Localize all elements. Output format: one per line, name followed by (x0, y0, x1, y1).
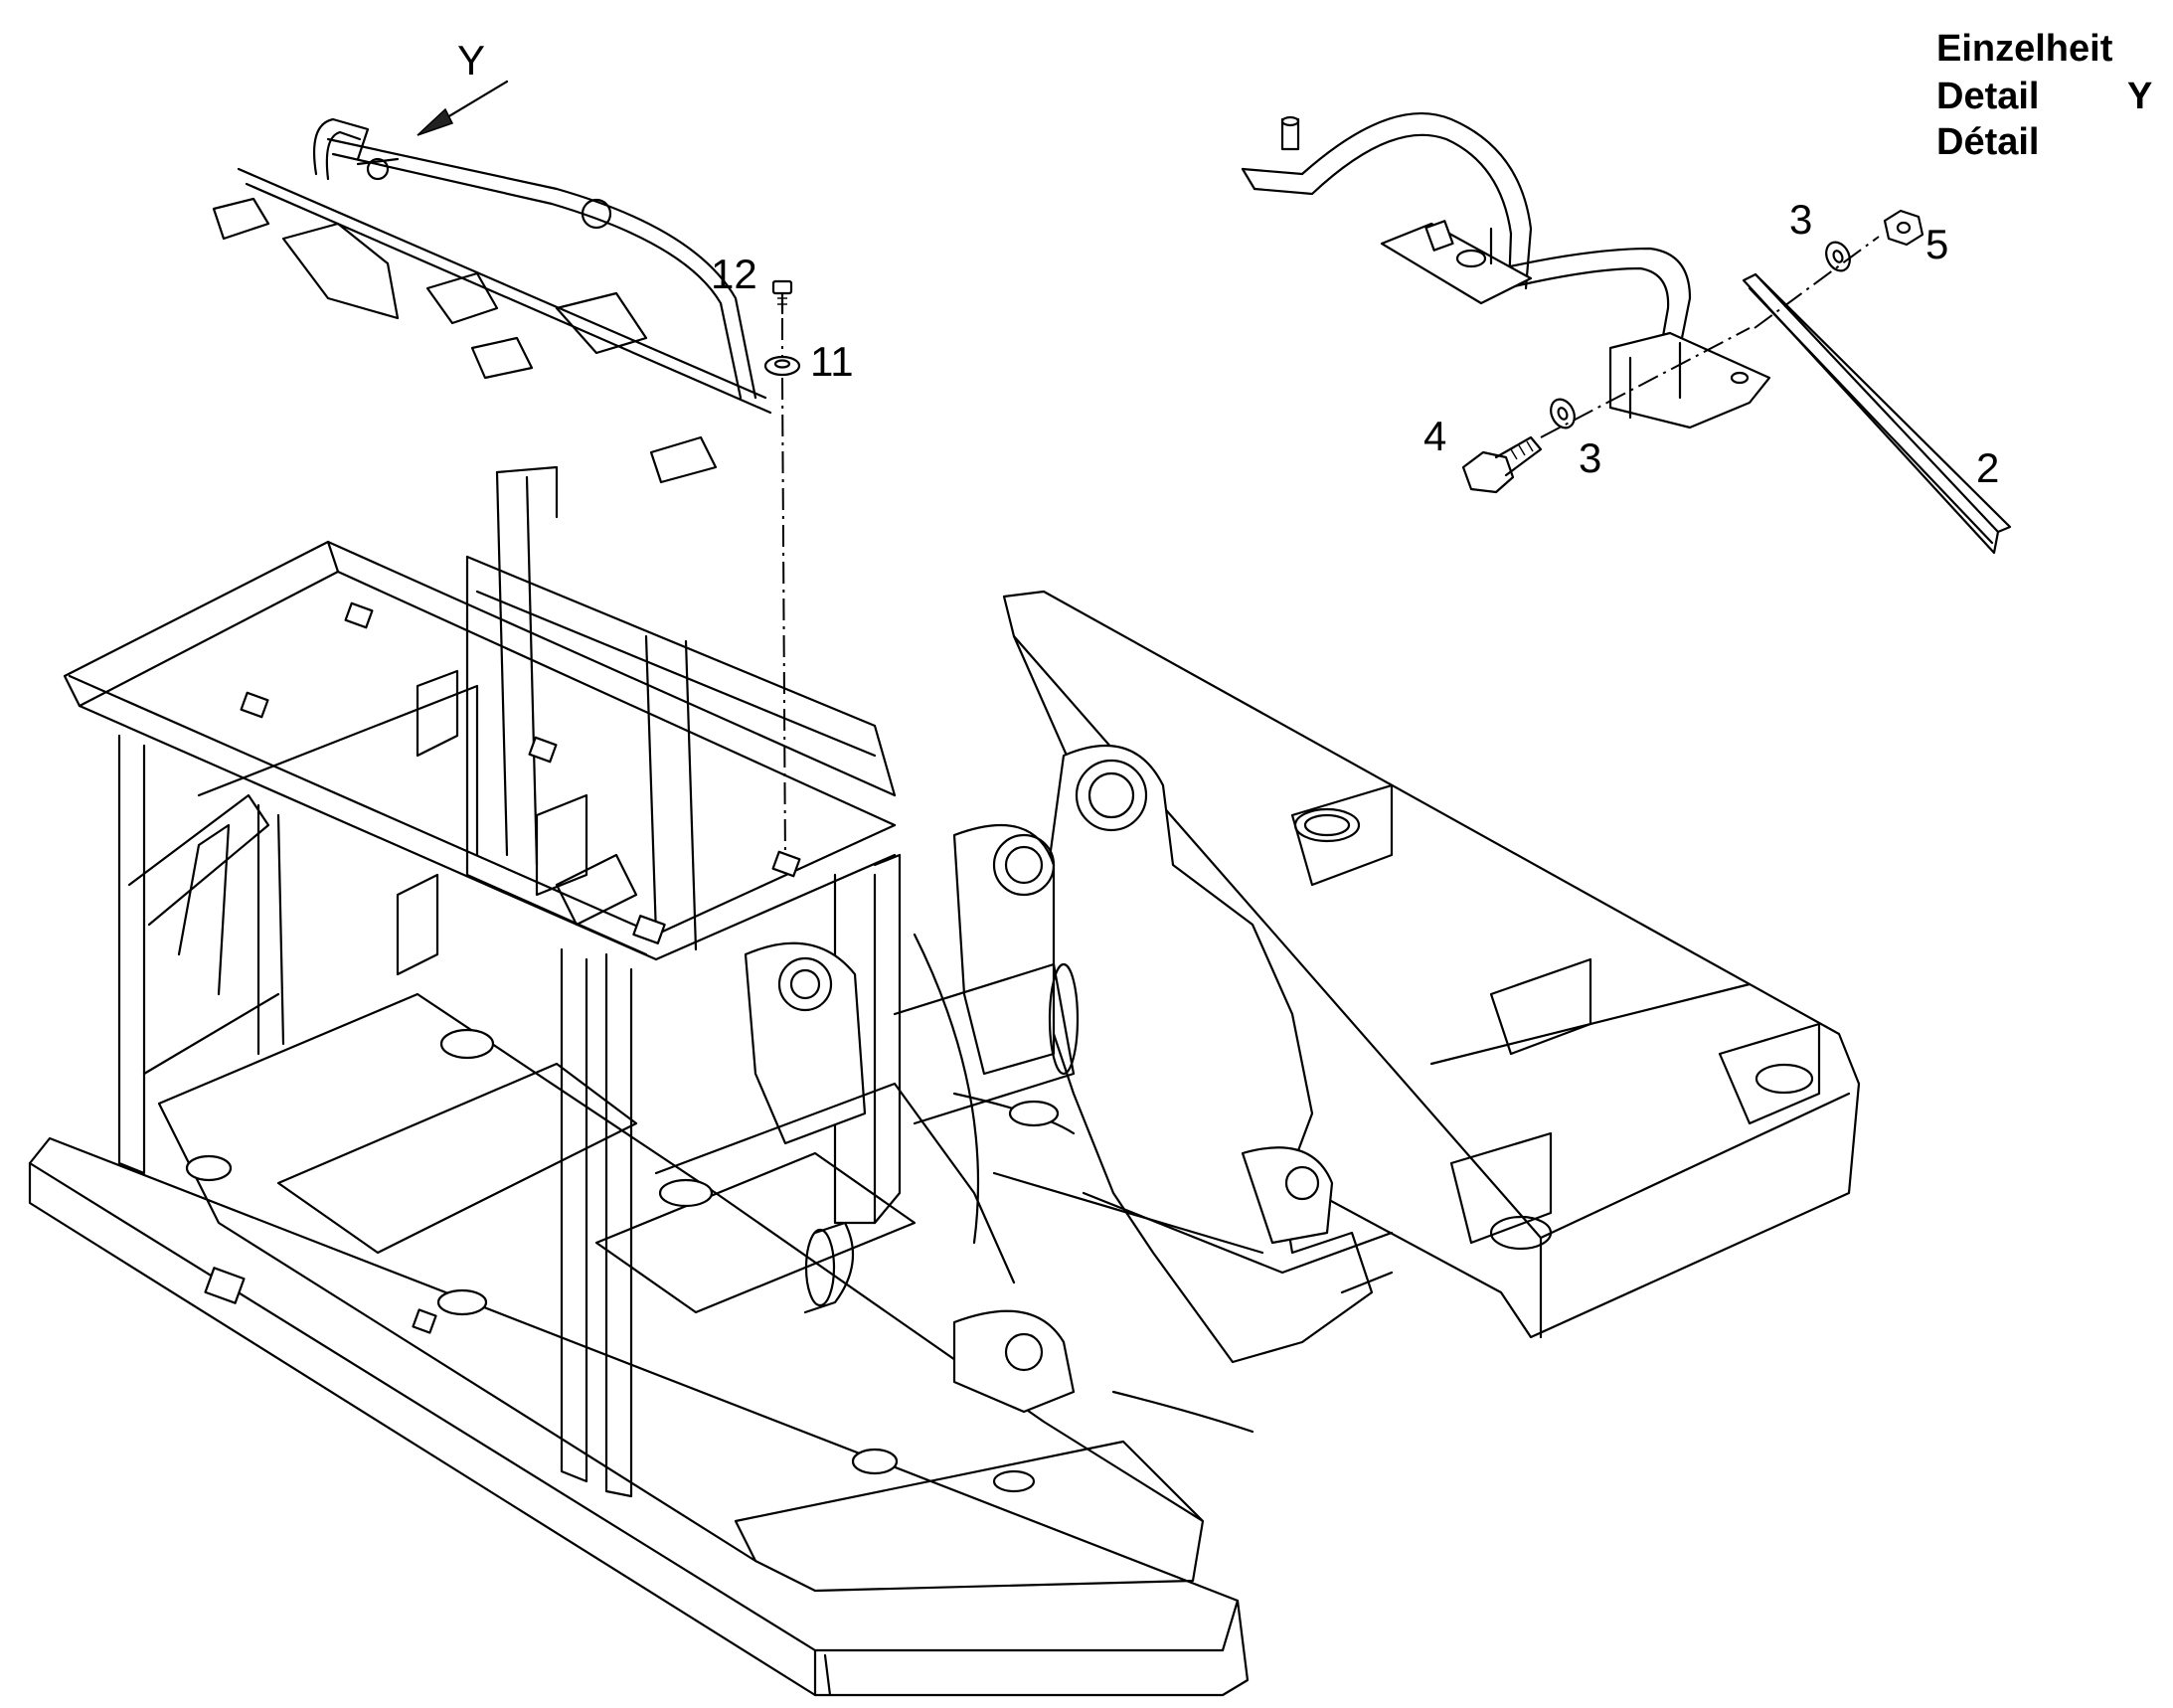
detail-centerline-lower (1540, 327, 1751, 438)
view-label-y: Y (457, 37, 486, 84)
detail-header-line1: Einzelheit (1936, 28, 2113, 70)
callout-5: 5 (1925, 221, 1949, 267)
callout-11: 11 (810, 338, 854, 385)
detail-header-letter: Y (2127, 76, 2153, 117)
callout-3-upper: 3 (1789, 196, 1813, 243)
callout-12: 12 (711, 251, 757, 297)
centerline-lower (781, 377, 786, 866)
detail-header-line2: Detail (1936, 76, 2040, 117)
main-frame (28, 465, 1861, 1697)
callout-3-lower: 3 (1579, 434, 1602, 481)
callout-2: 2 (1976, 444, 2000, 491)
rail-assembly (212, 117, 772, 484)
detail-header-line3: Détail (1936, 121, 2040, 163)
washer-3-lower (1550, 398, 1576, 429)
nut-5 (1883, 209, 1924, 247)
callout-4: 4 (1423, 413, 1447, 459)
washer-3-upper (1825, 241, 1851, 272)
screw-12 (771, 279, 793, 315)
detail-centerline-upper (1754, 236, 1880, 329)
washer-11 (763, 355, 801, 377)
bolt-4 (1461, 435, 1543, 494)
detail-y-bracket (1241, 112, 1771, 429)
edge-strip-2 (1742, 272, 2012, 555)
view-direction-arrow (417, 80, 509, 136)
